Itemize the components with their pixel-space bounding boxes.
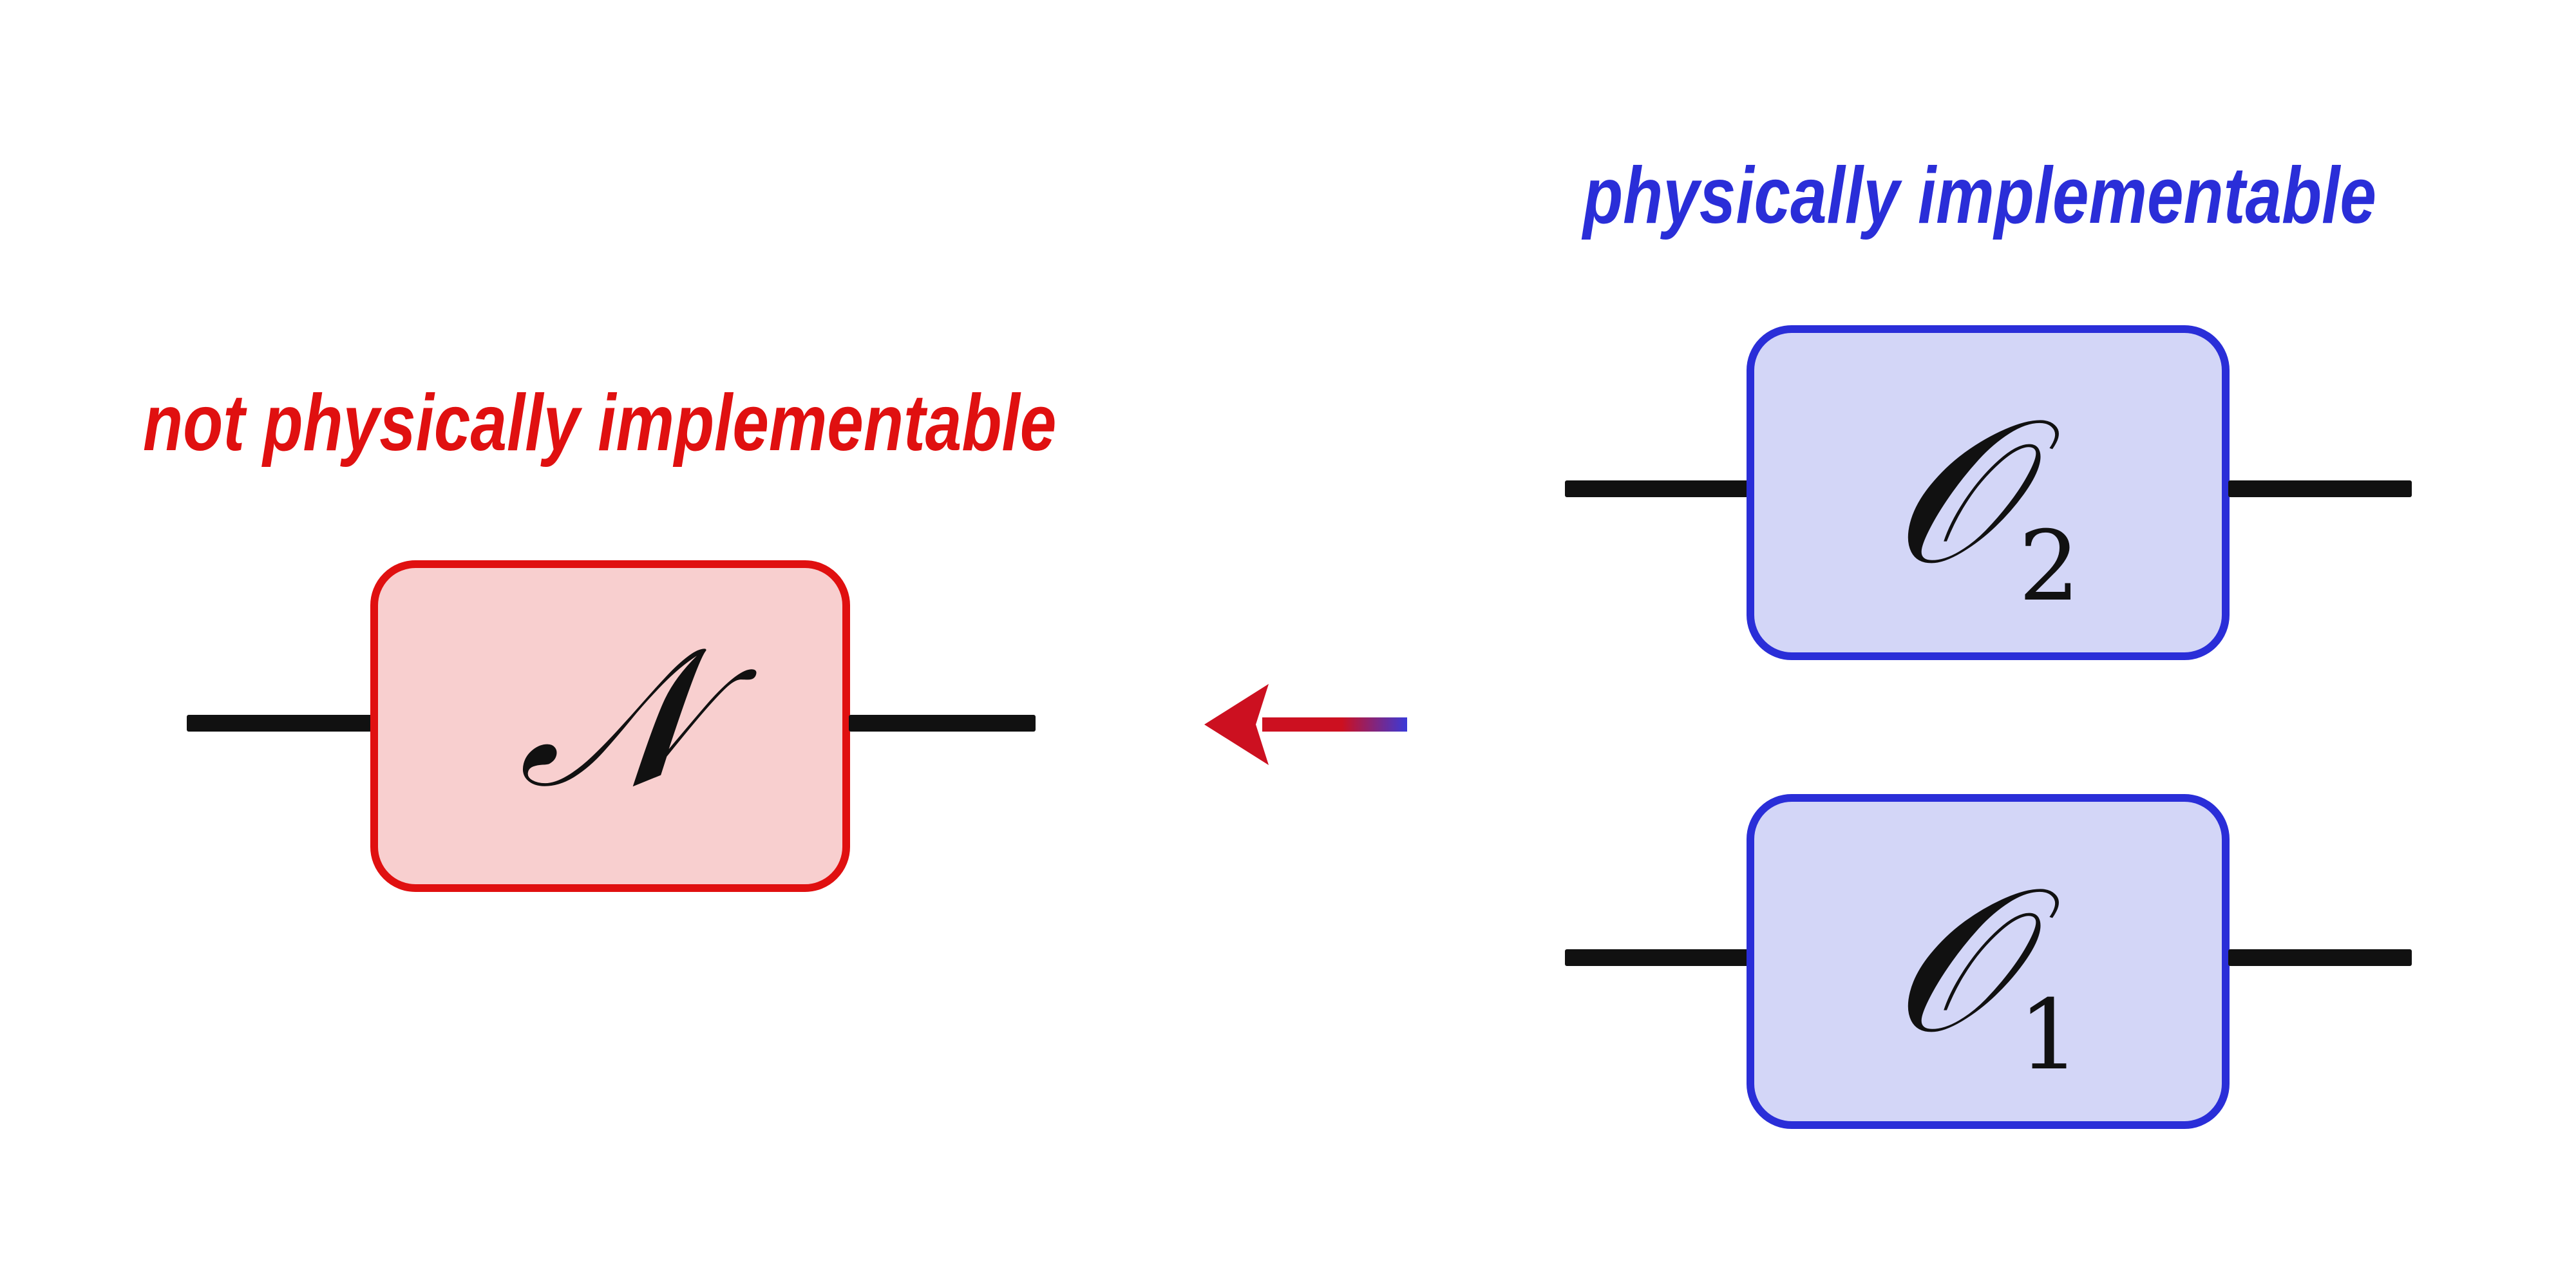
channel-n-box [370, 560, 850, 892]
left-box-output-wire [849, 715, 1036, 732]
left-arrow [1204, 684, 1407, 765]
operation-o2-box [1747, 325, 2230, 660]
not-implementable-caption: not physically implementable [143, 379, 1057, 468]
channel-n-symbol: 𝒩 [518, 605, 704, 830]
arrow-head [1204, 684, 1269, 765]
o2-subscript: 2 [2018, 511, 2080, 623]
implementable-caption: physically implementable [1583, 151, 2376, 240]
o1-output-wire [2228, 949, 2412, 966]
operation-o1-box [1747, 794, 2230, 1129]
o2-output-wire [2228, 480, 2412, 497]
o2-input-wire [1565, 480, 1748, 497]
o1-input-wire [1565, 949, 1748, 966]
left-box-input-wire [187, 715, 374, 732]
o2-letter: 𝒪 [1890, 376, 2016, 609]
operation-o2-symbol: 𝒪2 [1890, 393, 2080, 616]
operation-o1-symbol: 𝒪1 [1890, 862, 2080, 1084]
arrow-shaft [1262, 717, 1407, 732]
o1-subscript: 1 [2018, 980, 2080, 1092]
o1-letter: 𝒪 [1890, 845, 2016, 1077]
